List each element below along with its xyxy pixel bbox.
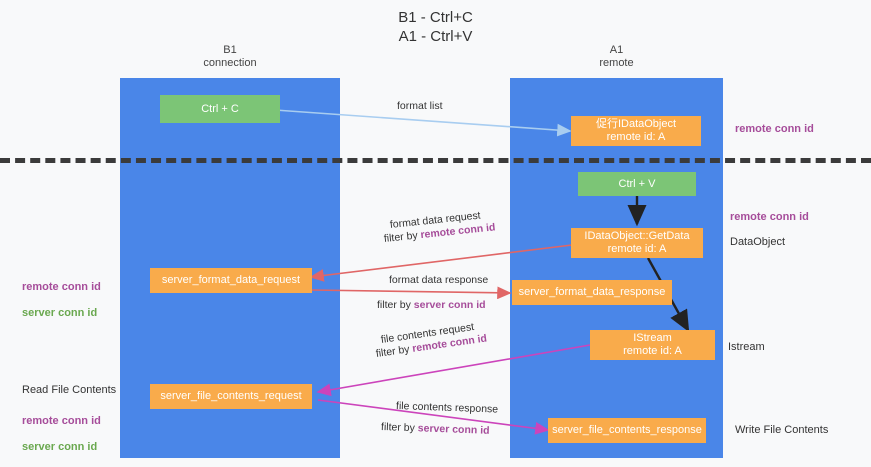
- edge-label-file-contents-response: file contents response: [395, 400, 499, 416]
- annotation-remote-conn-id: remote conn id: [22, 415, 101, 427]
- annotation-remote-conn-id-top: remote conn id: [735, 123, 814, 135]
- annotation-server-conn-id: server conn id: [22, 441, 98, 453]
- filter-key-server-conn-id: server conn id: [413, 299, 486, 311]
- node-server-format-data-request-label: server_format_data_request: [161, 274, 301, 286]
- annotation-istream: Istream: [728, 341, 765, 353]
- phase-divider: [0, 158, 871, 163]
- node-ctrl-c[interactable]: Ctrl + C: [160, 95, 280, 123]
- node-istream[interactable]: IStream remote id: A: [590, 330, 715, 360]
- lane-header-b1: B1 connection: [203, 44, 257, 69]
- node-server-file-contents-request-label: server_file_contents_request: [160, 390, 302, 402]
- node-ctrl-v-label: Ctrl + V: [618, 177, 656, 190]
- page-title: B1 - Ctrl+C A1 - Ctrl+V: [398, 9, 473, 45]
- node-server-file-contents-response[interactable]: server_file_contents_response: [548, 418, 706, 443]
- filter-prefix: filter by: [383, 229, 422, 245]
- node-idataobject-getdata-sub: remote id: A: [607, 243, 667, 255]
- edge-label-file-contents-response-filter: filter by server conn id: [381, 421, 490, 438]
- connector-format-data-response: [310, 286, 512, 300]
- node-ctrl-c-label: Ctrl + C: [201, 102, 239, 115]
- node-server-file-contents-request[interactable]: server_file_contents_request: [150, 384, 312, 409]
- node-istream-label: IStream: [633, 332, 672, 344]
- edge-label-format-data-response: format data response: [389, 274, 489, 286]
- node-remote-idataobject[interactable]: 促行IDataObject remote id: A: [571, 116, 701, 146]
- node-ctrl-v[interactable]: Ctrl + V: [578, 172, 696, 196]
- annotation-remote-conn-id-mid: remote conn id: [730, 211, 809, 223]
- filter-prefix: filter by: [380, 421, 418, 435]
- annotation-write-file-contents: Write File Contents: [735, 424, 829, 436]
- annotation-read-file-contents: Read File Contents: [22, 384, 117, 396]
- node-server-format-data-response[interactable]: server_format_data_response: [512, 280, 672, 305]
- filter-key-server-conn-id: server conn id: [417, 422, 490, 437]
- annotation-server-conn-id: server conn id: [22, 307, 98, 319]
- annotation-remote-conn-id: remote conn id: [22, 281, 101, 293]
- node-remote-idataobject-sub: remote id: A: [606, 131, 666, 143]
- node-istream-sub: remote id: A: [623, 345, 682, 357]
- node-server-file-contents-response-label: server_file_contents_response: [552, 424, 702, 436]
- edge-label-format-list: format list: [397, 100, 443, 112]
- annotation-conn-ids-top: remote conn id server conn id: [22, 268, 101, 320]
- node-idataobject-getdata-label: IDataObject::GetData: [584, 230, 690, 242]
- lane-header-a1: A1 remote: [599, 44, 634, 69]
- filter-prefix: filter by: [377, 299, 414, 311]
- node-remote-idataobject-label: 促行IDataObject: [595, 118, 677, 130]
- annotation-dataobject: DataObject: [730, 236, 786, 248]
- node-server-format-data-response-label: server_format_data_response: [518, 286, 666, 298]
- edge-label-format-data-response-filter: filter by server conn id: [377, 299, 486, 312]
- node-server-format-data-request[interactable]: server_format_data_request: [150, 268, 312, 293]
- node-idataobject-getdata[interactable]: IDataObject::GetData remote id: A: [571, 228, 703, 258]
- annotation-conn-ids-bottom: remote conn id server conn id: [22, 402, 101, 454]
